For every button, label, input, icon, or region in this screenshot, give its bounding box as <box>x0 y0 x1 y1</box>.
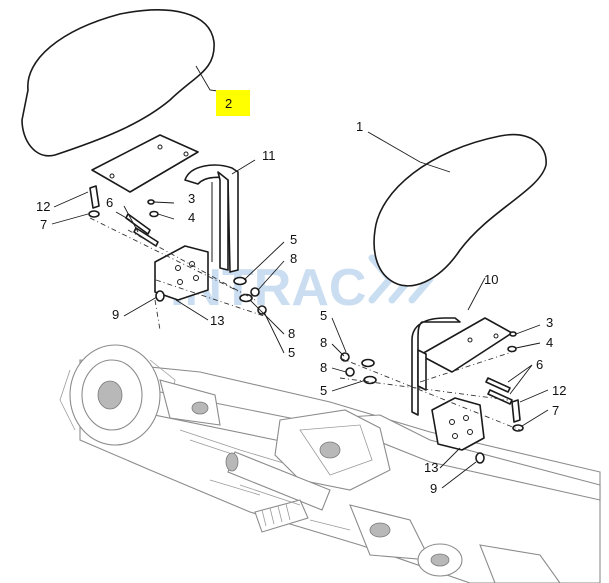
left-lower-plate <box>154 245 209 301</box>
callout-3-right[interactable]: 3 <box>546 315 553 330</box>
right-seat-pad <box>373 133 547 287</box>
leader-lines <box>51 65 549 489</box>
callout-7-right[interactable]: 7 <box>552 403 559 418</box>
left-seat-pad <box>21 9 215 157</box>
callout-5-left-bottom[interactable]: 5 <box>288 345 295 360</box>
callout-7-left[interactable]: 7 <box>40 217 47 232</box>
callout-6-right[interactable]: 6 <box>536 357 543 372</box>
callout-13-left[interactable]: 13 <box>210 313 224 328</box>
callout-13-right[interactable]: 13 <box>424 460 438 475</box>
right-mount-plate <box>419 317 513 373</box>
callout-8-right-top[interactable]: 8 <box>320 335 327 350</box>
callout-12-right[interactable]: 12 <box>552 383 566 398</box>
callout-3-left[interactable]: 3 <box>188 191 195 206</box>
right-lower-plate <box>431 397 485 451</box>
left-mount-plate <box>91 134 199 193</box>
callout-6-left[interactable]: 6 <box>106 195 113 210</box>
callout-5-left-top[interactable]: 5 <box>290 232 297 247</box>
left-seat-assembly <box>21 9 271 331</box>
callout-11[interactable]: 11 <box>262 148 276 163</box>
callout-2[interactable]: 2 <box>225 96 232 111</box>
callout-highlight <box>216 90 250 116</box>
left-bracket <box>184 164 239 273</box>
callout-9-right[interactable]: 9 <box>430 481 437 496</box>
callout-10[interactable]: 10 <box>484 272 498 287</box>
callout-8-right-bottom[interactable]: 8 <box>320 360 327 375</box>
callout-12-left[interactable]: 12 <box>36 199 50 214</box>
callout-5-right-bottom[interactable]: 5 <box>320 383 327 398</box>
right-bracket <box>411 317 461 416</box>
callout-1[interactable]: 1 <box>356 119 363 134</box>
right-seat-assembly <box>339 133 547 464</box>
callout-5-right-top[interactable]: 5 <box>320 308 327 323</box>
front-axle-assembly <box>59 344 601 583</box>
callout-8-left-bottom[interactable]: 8 <box>288 326 295 341</box>
callout-8-left-top[interactable]: 8 <box>290 251 297 266</box>
callout-4-left[interactable]: 4 <box>188 210 195 225</box>
callout-labels: 2 11 12 7 6 3 4 5 8 8 5 9 13 1 10 3 4 6 … <box>36 96 566 496</box>
callout-9-left[interactable]: 9 <box>112 307 119 322</box>
callout-4-right[interactable]: 4 <box>546 335 553 350</box>
